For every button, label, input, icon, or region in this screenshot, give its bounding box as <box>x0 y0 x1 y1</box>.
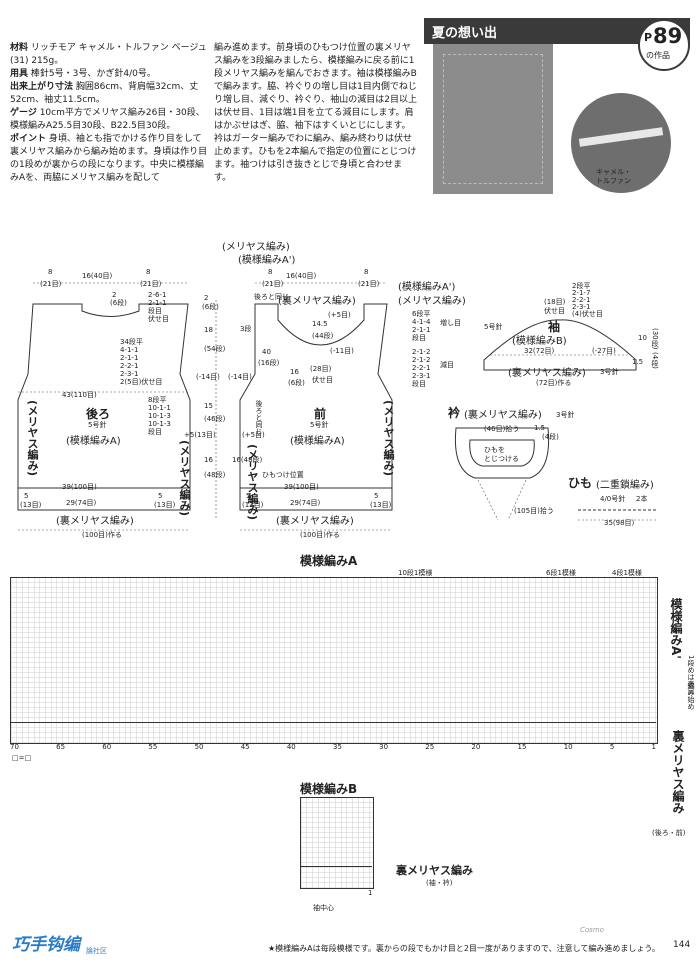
sleeve-title: 袖 <box>548 320 561 334</box>
chart-a-bottom-title: 裏メリヤス編み <box>671 730 685 814</box>
page-badge-number: 89 <box>653 24 683 48</box>
back-side-right: (メリヤス編み) <box>178 440 191 517</box>
chart-a-side-title: 模様編みA' <box>669 598 683 659</box>
sleeve-outline <box>483 319 637 371</box>
back-neck-steps: 34段平 4-1-1 2-1-1 2-2-1 2-3-1 2(5目)伏せ目 <box>120 338 163 386</box>
front-hem-band: (裏メリヤス編み) <box>276 516 354 527</box>
footer-note: ★模様編みAは毎段模様です。裏からの段でもかけ目と2目一度がありますので、注意し… <box>268 944 660 953</box>
back-title: 後ろ <box>86 407 111 421</box>
chart-b-grid <box>300 797 374 889</box>
back-outline <box>17 303 191 511</box>
back-pattern: (模様編みA) <box>66 436 121 447</box>
cord-title: ひも <box>568 476 593 490</box>
front-side-left: (メリヤス編み) <box>246 444 259 521</box>
collar-band: (裏メリヤス編み) <box>464 410 542 421</box>
materials-label: 材料 <box>10 43 29 53</box>
back-width: 43(110目) <box>62 391 97 399</box>
sleeve-center: 袖中心 <box>313 904 334 912</box>
front-top-label2: (模様編みA') <box>398 282 456 293</box>
front-label-pattern: (模様編みA') <box>238 255 296 266</box>
watermark: Cosmo <box>580 926 604 934</box>
front-label-mer: (メリヤス編み) <box>222 242 290 253</box>
front-pattern: (模様編みA) <box>290 436 345 447</box>
chart-b-title: 模様編みB <box>300 782 358 796</box>
yarn-caption: キャメル・ トルファン <box>596 168 631 185</box>
front-neck-steps: 6段平 4-1-4 2-1-1 段目 <box>412 310 431 342</box>
front-outline <box>239 303 393 511</box>
chart-a-title: 模様編みA <box>300 554 358 568</box>
back-top-left: 8 <box>48 268 53 276</box>
collar-title: 衿 <box>448 406 461 420</box>
site-logo: 巧手钩编 <box>12 935 80 955</box>
page-badge: P 89 の作品 <box>638 19 690 71</box>
back-top-mid: 16(40目) <box>82 272 113 280</box>
yarn-swatch <box>571 93 671 193</box>
front-side-right: (メリヤス編み) <box>382 400 395 477</box>
back-hem-width: 39(100目) <box>62 483 97 491</box>
front-yoke-label: (裏メリヤス編み) <box>278 296 356 307</box>
chart-a-legend: □=□ <box>12 754 32 762</box>
sleeve-band: (裏メリヤス編み) <box>508 368 586 379</box>
sleeve-steps: 2段平 2-1-7 2-2-1 2-3-1 (4)伏せ目 <box>572 282 603 318</box>
pattern-title: 夏の想い出 <box>432 26 498 41</box>
back-side-left: (メリヤス編み) <box>26 400 39 477</box>
instructions-col1: 材料 リッチモア キャメル・トルファン ベージュ (31) 215g。 用具 棒… <box>10 43 208 183</box>
sleeve-pattern: (模様編みB) <box>512 336 567 347</box>
collar-outline <box>454 427 550 479</box>
chart-a-grid <box>10 577 658 744</box>
chart-b-bottom-title: 裏メリヤス編み <box>396 864 473 877</box>
front-title: 前 <box>314 407 327 421</box>
page-number: 144 <box>673 940 691 950</box>
garment-photo <box>433 44 553 194</box>
back-hem-band: (裏メリヤス編み) <box>56 516 134 527</box>
instructions-col2: 編み進めます。前身頃のひもつけ位置の裏メリヤス編みを3段編みましたら、模様編みに… <box>214 43 418 183</box>
front-top-label: (メリヤス編み) <box>398 296 466 307</box>
